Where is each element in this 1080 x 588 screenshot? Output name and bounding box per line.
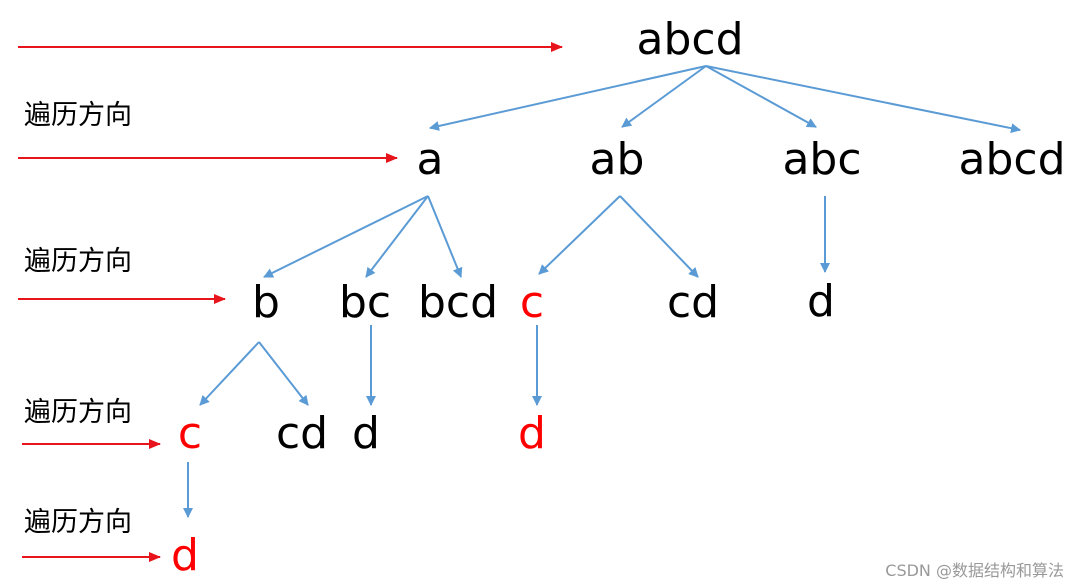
direction-labels: 遍历方向 遍历方向 遍历方向 遍历方向: [24, 100, 132, 538]
node-abc: abc: [782, 134, 861, 185]
node-root-abcd: abcd: [636, 14, 743, 65]
edge-a-bcd: [427, 195, 463, 278]
edge-a-bc: [365, 195, 429, 278]
tree-edges: [183, 65, 1021, 518]
edge-a-b: [263, 195, 429, 278]
edge-root-abcd: [705, 65, 1021, 134]
node-cd-level3: cd: [276, 408, 328, 459]
edge-b-c: [199, 341, 260, 406]
edge-root-a: [429, 65, 707, 131]
node-d-under-c-highlighted: d: [518, 408, 546, 459]
direction-label-3: 遍历方向: [24, 397, 132, 428]
node-d-under-bc: d: [352, 408, 380, 459]
node-bc: bc: [339, 277, 391, 328]
node-a: a: [417, 134, 444, 185]
node-b: b: [252, 277, 280, 328]
direction-arrows: [18, 42, 563, 562]
node-d-level4-highlighted: d: [171, 530, 199, 581]
node-c-level3-highlighted: c: [178, 408, 202, 459]
edge-root-ab: [621, 65, 707, 128]
direction-label-1: 遍历方向: [24, 100, 132, 131]
direction-label-4: 遍历方向: [24, 507, 132, 538]
node-abcd: abcd: [958, 134, 1065, 185]
edge-ab-c: [538, 195, 621, 275]
node-ab: ab: [590, 134, 645, 185]
node-bcd: bcd: [418, 277, 498, 328]
edge-root-abc: [705, 65, 817, 128]
node-cd: cd: [667, 277, 719, 328]
node-c-highlighted: c: [520, 277, 544, 328]
direction-label-2: 遍历方向: [24, 246, 132, 277]
edge-b-cd: [258, 341, 309, 406]
edge-ab-cd: [619, 195, 699, 278]
watermark: CSDN @数据结构和算法: [885, 561, 1064, 580]
tree-nodes: abcd a ab abc abcd b bc bcd c cd d c cd …: [171, 14, 1065, 581]
node-d: d: [807, 276, 835, 327]
